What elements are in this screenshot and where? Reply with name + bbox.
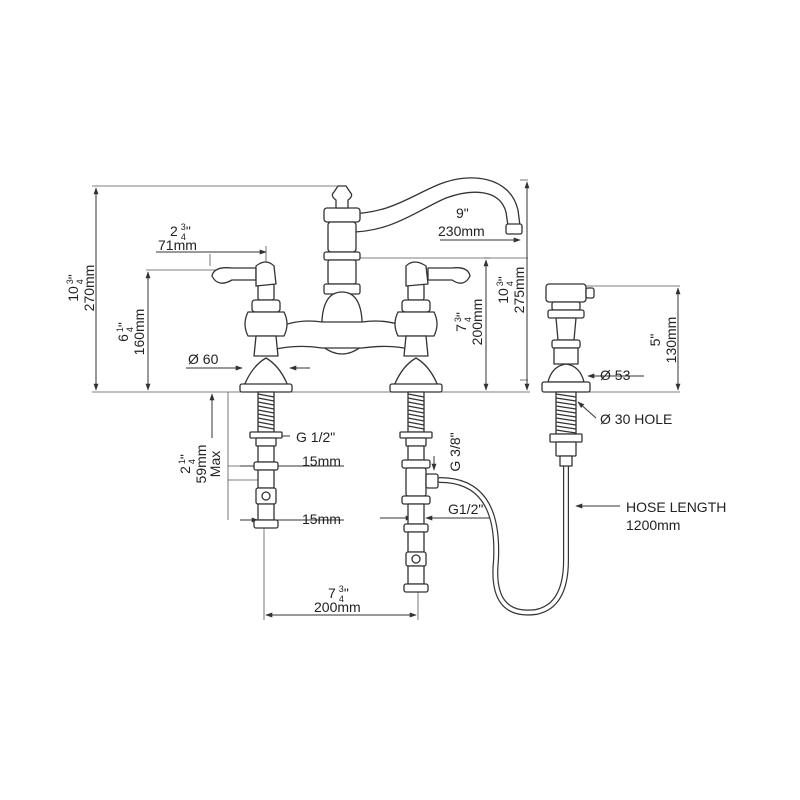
svg-text:734": 734" [453, 312, 473, 332]
spout-outlet-height-label: 734" 200mm [453, 299, 485, 346]
hose-length-mm: 1200mm [626, 517, 680, 533]
side-spray [541, 283, 595, 467]
svg-text:214": 214" [177, 454, 197, 474]
spout-reach-mm: 230mm [438, 223, 485, 239]
centres-mm: 200mm [314, 599, 361, 615]
handle-offset-mm: 71mm [158, 237, 197, 253]
thread-line [257, 417, 275, 422]
thread-line [555, 409, 577, 414]
svg-text:1034": 1034" [65, 274, 85, 302]
hex-width-lower: 15mm [302, 511, 341, 527]
thread-line [407, 425, 425, 430]
base-diameter: Ø 60 [188, 351, 219, 367]
svg-text:160mm: 160mm [131, 309, 147, 356]
svg-text:59mm: 59mm [193, 445, 209, 484]
thread-center: G 3/8" [447, 432, 463, 471]
thread-line [407, 421, 425, 426]
svg-text:614": 614" [115, 322, 135, 342]
hose-length-label: HOSE LENGTH [626, 499, 726, 515]
spray-height-label: 5" 130mm [647, 317, 679, 364]
svg-text:200mm: 200mm [469, 299, 485, 346]
thread-line [555, 405, 577, 410]
thread-left: G 1/2" [296, 429, 335, 445]
spout-height-label: 1034" 275mm [495, 267, 527, 314]
thread-line [407, 393, 425, 398]
svg-text:275mm: 275mm [511, 267, 527, 314]
thread-line [407, 405, 425, 410]
thread-line [407, 409, 425, 414]
deck-max-label: 214" 59mm Max [177, 445, 223, 484]
thread-line [257, 405, 275, 410]
thread-line [407, 413, 425, 418]
thread-line [407, 417, 425, 422]
spray-base-diameter: Ø 53 [600, 367, 631, 383]
thread-line [257, 413, 275, 418]
thread-line [555, 421, 577, 426]
left-shank [249, 391, 283, 529]
thread-line [257, 425, 275, 430]
thread-line [257, 401, 275, 406]
thread-line [555, 393, 577, 398]
thread-line [257, 409, 275, 414]
svg-text:5": 5" [647, 334, 663, 347]
spray-hose [437, 461, 569, 616]
thread-line [555, 425, 577, 430]
thread-line [257, 393, 275, 398]
bridge-faucet [211, 177, 523, 393]
thread-line [555, 397, 577, 402]
hex-width-upper: 15mm [302, 453, 341, 469]
thread-hose: G1/2" [448, 501, 483, 517]
thread-line [407, 401, 425, 406]
spout-reach-inch: 9" [456, 205, 469, 221]
svg-text:130mm: 130mm [663, 317, 679, 364]
thread-line [555, 417, 577, 422]
svg-text:1034": 1034" [495, 276, 515, 304]
dimension-lines [93, 181, 681, 618]
thread-line [555, 401, 577, 406]
thread-line [407, 397, 425, 402]
right-shank [399, 391, 439, 593]
overall-height-label: 1034" 270mm [65, 265, 97, 312]
thread-line [555, 429, 577, 434]
svg-text:270mm: 270mm [81, 265, 97, 312]
handle-height-label: 614" 160mm [115, 309, 147, 356]
svg-text:Max: Max [207, 451, 223, 477]
thread-line [257, 421, 275, 426]
thread-line [555, 413, 577, 418]
thread-line [257, 397, 275, 402]
spray-hole-diameter: Ø 30 HOLE [600, 411, 672, 427]
